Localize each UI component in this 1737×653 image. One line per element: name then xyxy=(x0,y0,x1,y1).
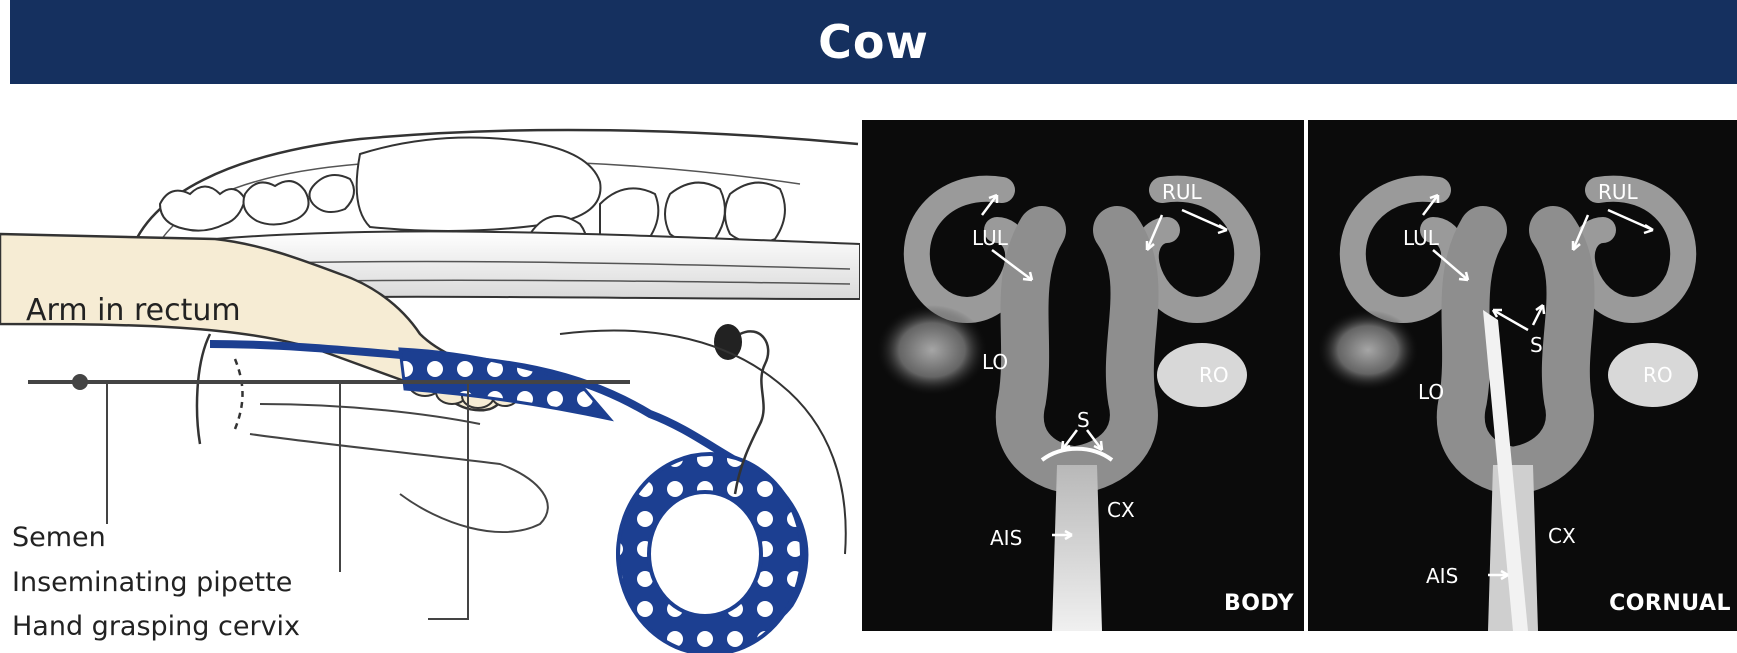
label-cx: CX xyxy=(1548,526,1576,546)
panel-label-body: BODY xyxy=(1224,593,1294,615)
label-lo: LO xyxy=(1418,382,1444,402)
label-ro: RO xyxy=(1199,365,1229,385)
radiograph-panels: LUL RUL LO RO S CX AIS BODY xyxy=(0,120,1737,631)
label-lo: LO xyxy=(982,352,1008,372)
label-rul: RUL xyxy=(1162,182,1202,202)
radiograph-cornual-image xyxy=(1308,120,1737,631)
panel-label-cornual: CORNUAL xyxy=(1609,593,1731,615)
label-ais: AIS xyxy=(1426,566,1458,586)
label-s: S xyxy=(1077,410,1090,430)
radiograph-body: LUL RUL LO RO S CX AIS BODY xyxy=(862,120,1304,631)
label-s: S xyxy=(1530,335,1543,355)
label-lul: LUL xyxy=(972,228,1008,248)
label-cx: CX xyxy=(1107,500,1135,520)
radiograph-body-image xyxy=(862,120,1304,631)
label-lul: LUL xyxy=(1403,228,1439,248)
title-banner: Cow xyxy=(10,0,1737,84)
label-ais: AIS xyxy=(990,528,1022,548)
radiograph-cornual: LUL RUL LO RO S CX AIS CORNUAL xyxy=(1308,120,1737,631)
label-ro: RO xyxy=(1643,365,1673,385)
page-title: Cow xyxy=(818,15,929,69)
label-rul: RUL xyxy=(1598,182,1638,202)
